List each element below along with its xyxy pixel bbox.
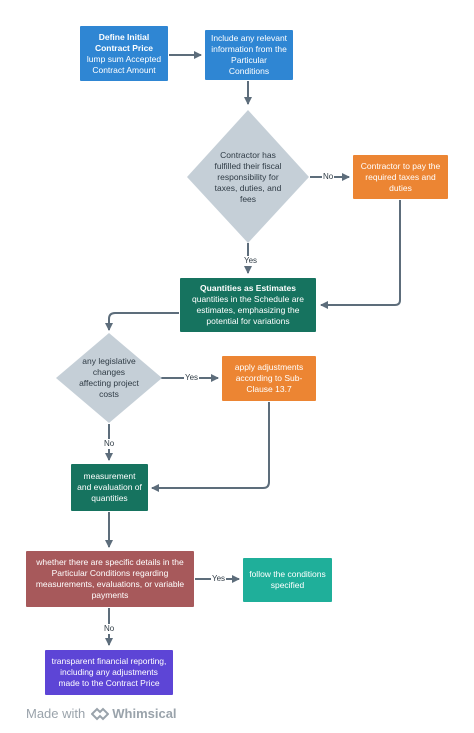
made-with-whimsical-footer[interactable]: Made with Whimsical [26, 706, 177, 721]
quantities-body: quantities in the Schedule are estimates… [192, 294, 304, 326]
apply-adjustments-text: apply adjustments according to Sub-Claus… [234, 362, 304, 394]
measurement-text: measurement and evaluation of quantities [77, 471, 142, 503]
edge-apply-to-measurement [151, 402, 270, 492]
quantities-as-estimates-node: Quantities as Estimates quantities in th… [180, 278, 316, 332]
edge-taxes-to-quantities [320, 200, 401, 309]
legislative-decision-diamond [56, 333, 162, 423]
follow-conditions-node: follow the conditions specified [243, 558, 332, 602]
specific-details-node: whether there are specific details in th… [26, 551, 194, 607]
whimsical-logo-icon [91, 707, 110, 720]
legislative-no-label: No [103, 439, 116, 449]
pay-taxes-text: Contractor to pay the required taxes and… [360, 160, 441, 193]
legislative-decision-text: any legislative changes affecting projec… [79, 356, 139, 399]
legislative-yes-label: Yes [184, 373, 200, 383]
include-information-text: Include any relevant information from th… [210, 33, 288, 76]
follow-conditions-text: follow the conditions specified [249, 569, 326, 590]
define-price-body: lump sum Accepted Contract Amount [86, 53, 162, 75]
transparent-reporting-text: transparent financial reporting, includi… [51, 656, 167, 688]
specific-details-text: whether there are specific details in th… [35, 557, 185, 600]
apply-adjustments-node: apply adjustments according to Sub-Claus… [222, 356, 316, 401]
fiscal-decision-text: Contractor has fulfilled their fiscal re… [214, 149, 282, 204]
details-no-label: No [103, 624, 116, 634]
define-price-title: Define Initial Contract Price [94, 31, 154, 53]
details-yes-label: Yes [211, 574, 227, 584]
made-with-text: Made with [26, 706, 86, 721]
edge-quantities-to-legislative [105, 312, 179, 331]
measurement-node: measurement and evaluation of quantities [71, 464, 148, 511]
fiscal-no-label: No [322, 172, 335, 182]
include-information-node: Include any relevant information from th… [205, 30, 293, 80]
pay-taxes-node: Contractor to pay the required taxes and… [353, 155, 448, 199]
whimsical-brand-text: Whimsical [112, 706, 177, 721]
transparent-reporting-node: transparent financial reporting, includi… [45, 650, 173, 695]
quantities-title: Quantities as Estimates [200, 283, 296, 293]
define-initial-contract-price-node: Define Initial Contract Price lump sum A… [80, 26, 168, 81]
fiscal-decision-diamond [187, 110, 309, 243]
fiscal-yes-label: Yes [243, 256, 259, 266]
